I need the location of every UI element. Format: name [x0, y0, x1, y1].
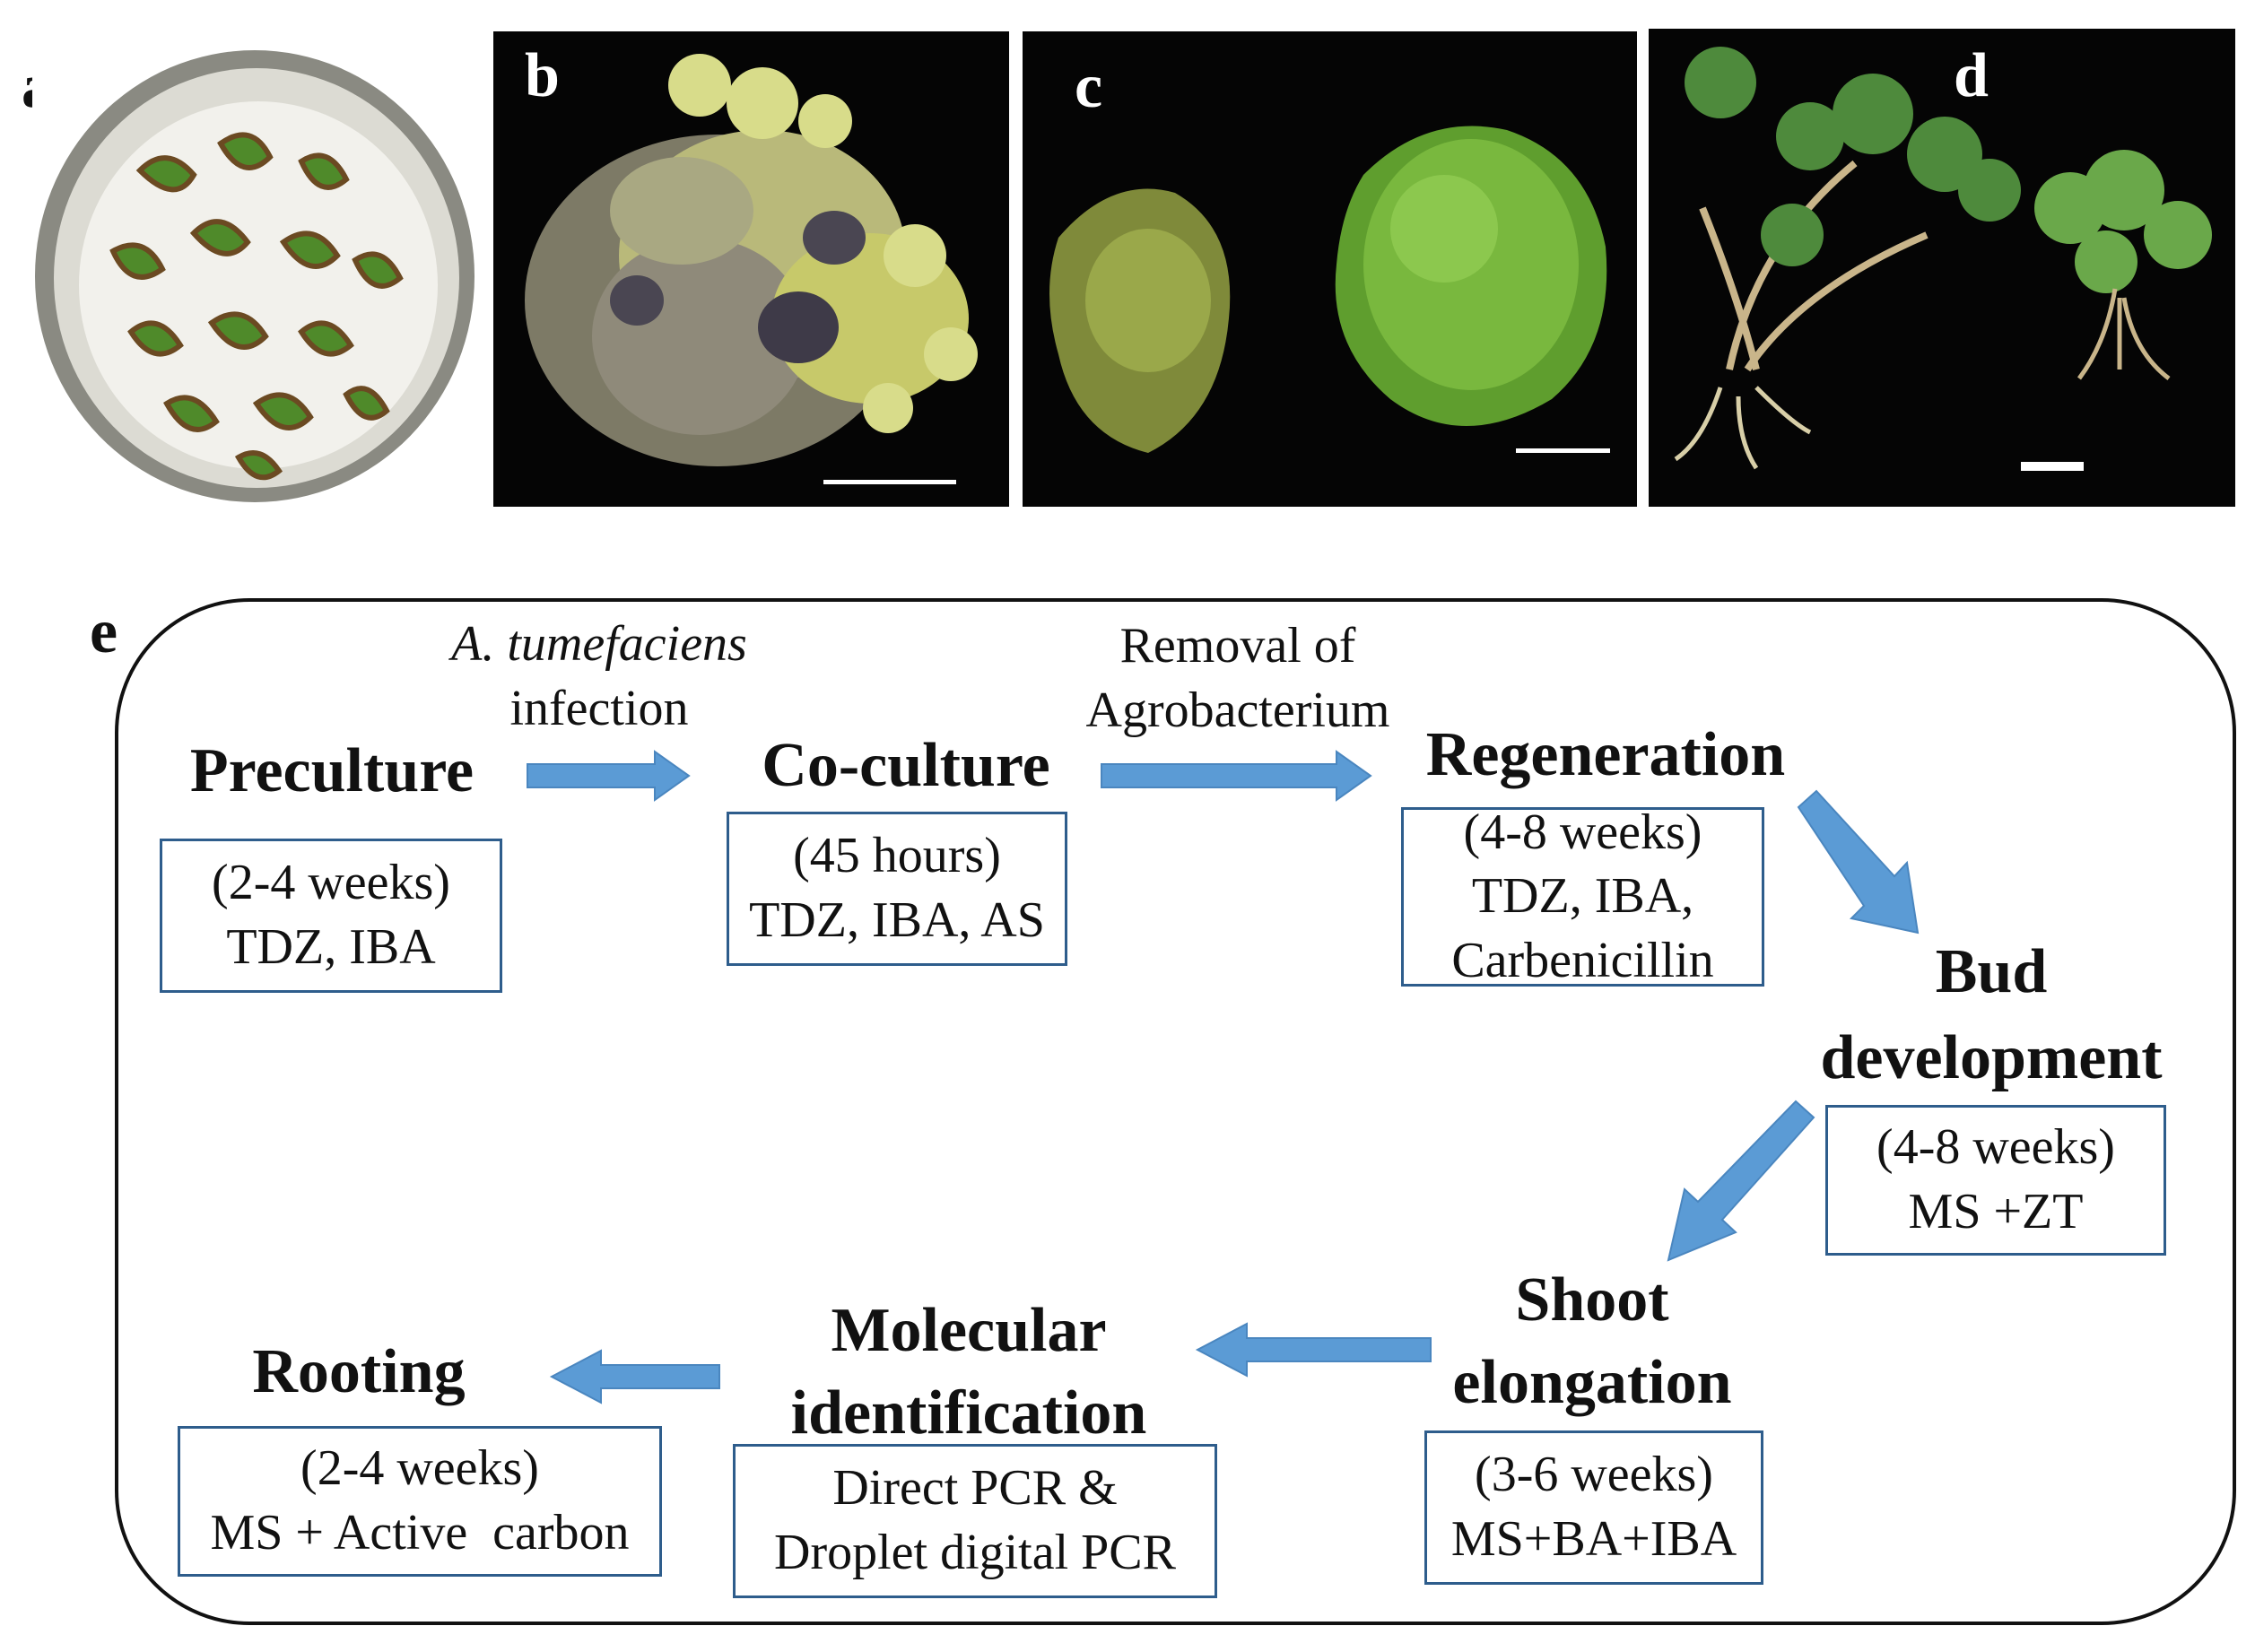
conditions-box-preculture: (2-4 weeks) TDZ, IBA: [160, 839, 502, 993]
panel-d-label: d: [1954, 45, 1989, 108]
panel-e-label: e: [90, 601, 118, 664]
stage-title-regeneration: Regeneration: [1381, 717, 1830, 793]
shoot-conditions: MS+BA+IBA: [1451, 1508, 1737, 1572]
panel-b-label: b: [525, 45, 560, 108]
stage-title-preculture: Preculture: [144, 734, 520, 809]
preculture-duration: (2-4 weeks): [212, 851, 450, 916]
coculture-conditions: TDZ, IBA, AS: [749, 889, 1045, 953]
rooting-conditions: MS + Active carbon: [210, 1501, 629, 1566]
preculture-conditions: TDZ, IBA: [226, 916, 435, 980]
scale-bar-c: [1516, 448, 1610, 453]
conditions-box-bud-development: (4-8 weeks) MS +ZT: [1825, 1105, 2166, 1256]
petri-dish-photo: [32, 36, 481, 506]
regeneration-conditions-line2: Carbenicillin: [1451, 929, 1713, 994]
stage-title-bud-development: Bud development: [1776, 935, 2207, 1096]
regeneration-duration: (4-8 weeks): [1464, 801, 1702, 865]
regeneration-conditions-line1: TDZ, IBA,: [1472, 865, 1693, 929]
conditions-box-molecular-identification: Direct PCR & Droplet digital PCR: [733, 1444, 1217, 1598]
coculture-duration: (45 hours): [793, 824, 1001, 889]
conditions-box-regeneration: (4-8 weeks) TDZ, IBA, Carbenicillin: [1401, 807, 1764, 987]
bud-duration: (4-8 weeks): [1876, 1116, 2115, 1180]
conditions-box-shoot-elongation: (3-6 weeks) MS+BA+IBA: [1424, 1430, 1763, 1585]
stage-title-rooting: Rooting: [179, 1335, 538, 1410]
removal-note-line1: Removal of: [1063, 614, 1413, 679]
callus-photo: [493, 31, 1009, 507]
stage-title-shoot-elongation: Shoot elongation: [1413, 1263, 1772, 1421]
shoot-title-line2: elongation: [1413, 1345, 1772, 1421]
molecular-method-line2: Droplet digital PCR: [774, 1521, 1176, 1586]
shoot-title-line1: Shoot: [1413, 1263, 1772, 1338]
scale-bar-d: [2021, 462, 2084, 471]
stage-title-coculture: Co-culture: [718, 728, 1094, 804]
scale-bar-b: [823, 480, 956, 484]
regenerating-tissue-photo: [1023, 31, 1637, 507]
removal-note-line2: Agrobacterium: [1063, 679, 1413, 743]
rooting-duration: (2-4 weeks): [300, 1437, 539, 1501]
molecular-method-line1: Direct PCR &: [832, 1456, 1117, 1521]
bud-conditions: MS +ZT: [1909, 1180, 2084, 1245]
infection-note: A. tumefaciens infection: [411, 613, 788, 741]
rooted-plantlets-photo: [1649, 29, 2235, 507]
stage-title-molecular-identification: Molecular identification: [736, 1293, 1202, 1451]
bud-title-line2: development: [1776, 1021, 2207, 1096]
bud-title-line1: Bud: [1776, 935, 2207, 1010]
conditions-box-coculture: (45 hours) TDZ, IBA, AS: [727, 812, 1067, 966]
conditions-box-rooting: (2-4 weeks) MS + Active carbon: [178, 1426, 662, 1577]
panel-c-label: c: [1075, 56, 1102, 118]
agrobacterium-removal-note: Removal of Agrobacterium: [1063, 614, 1413, 743]
molecular-title-line2: identification: [736, 1376, 1202, 1451]
shoot-duration: (3-6 weeks): [1475, 1443, 1713, 1508]
molecular-title-line1: Molecular: [736, 1293, 1202, 1369]
infection-note-line1: A. tumefaciens: [411, 613, 788, 677]
